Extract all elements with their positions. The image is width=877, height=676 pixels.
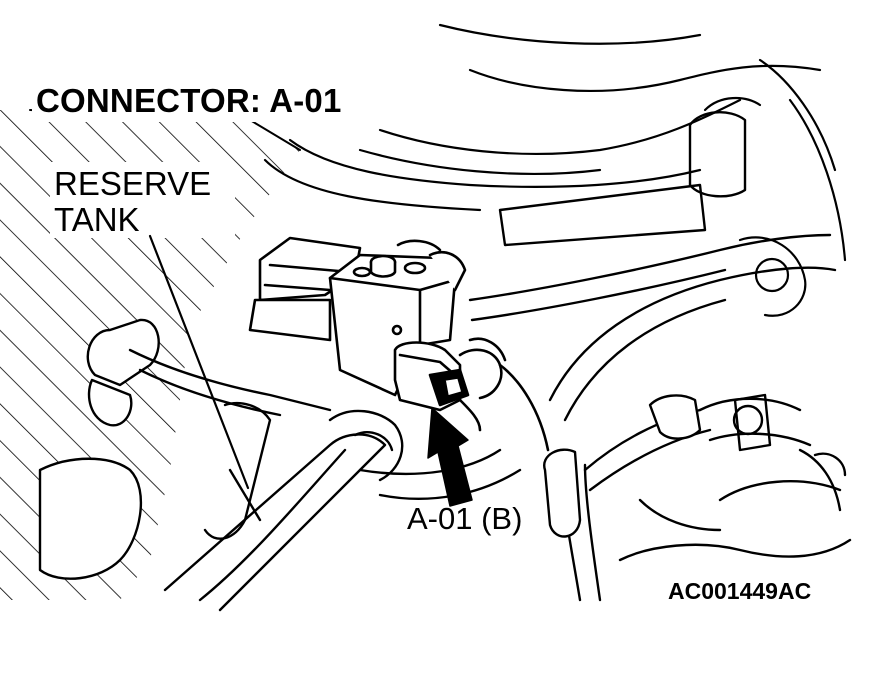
reserve-tank-label: RESERVE TANK bbox=[54, 166, 211, 238]
reserve-tank-leader bbox=[148, 234, 250, 490]
main-pipes bbox=[163, 401, 522, 612]
connector-label: A-01 (B) bbox=[407, 501, 523, 536]
left-hoses bbox=[38, 318, 332, 580]
right-tubes bbox=[468, 233, 852, 602]
page-title: CONNECTOR: A-01 bbox=[36, 82, 342, 119]
connector-pointer-arrow bbox=[427, 407, 473, 507]
figure-code: AC001449AC bbox=[668, 578, 812, 604]
background-hoses bbox=[263, 23, 847, 317]
reserve-tank-label-line1: RESERVE bbox=[54, 165, 212, 202]
connector-component bbox=[248, 236, 550, 452]
reserve-tank-label-line2: TANK bbox=[54, 201, 140, 238]
